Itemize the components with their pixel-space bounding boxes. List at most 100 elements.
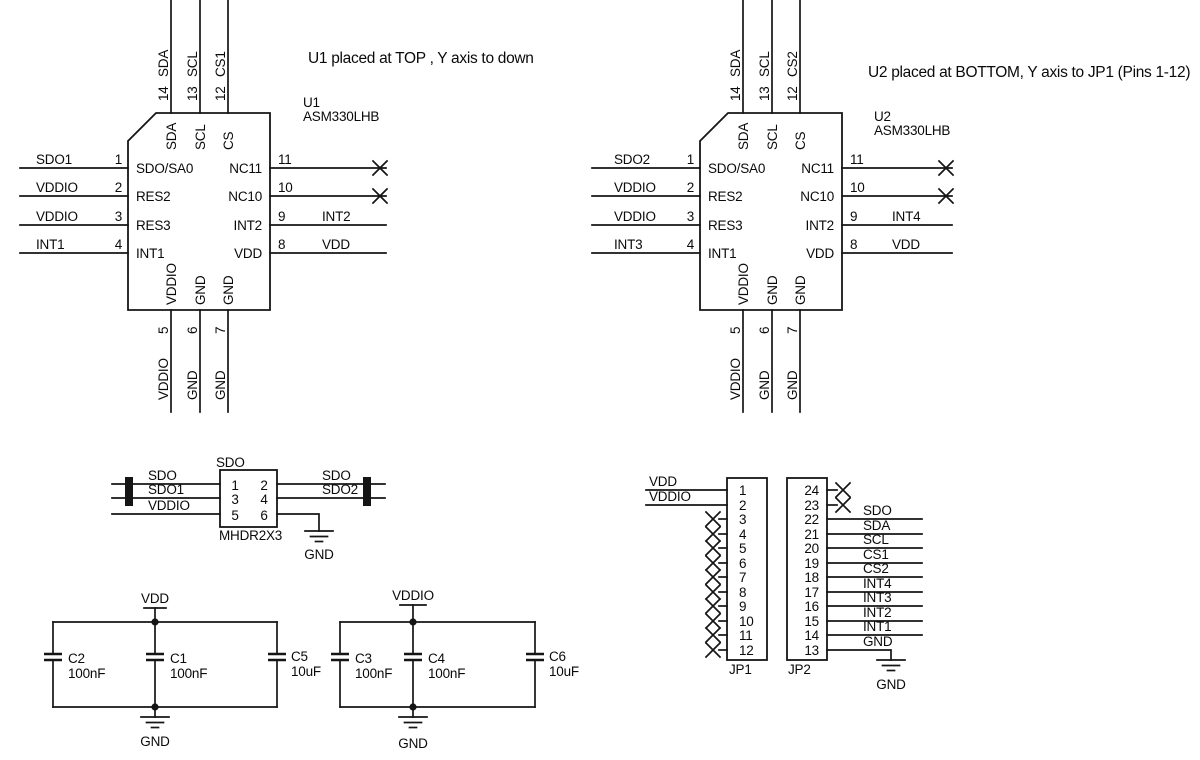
u1-pin3-name: RES3 bbox=[136, 218, 170, 233]
u2-pin3-number: 3 bbox=[687, 209, 694, 224]
jp2-pin14-net-label: INT1 bbox=[863, 619, 891, 634]
c1-refdes: C1 bbox=[170, 651, 187, 666]
u1-pin13-net-label: SCL bbox=[185, 51, 200, 77]
u2-pin8-net-label: VDD bbox=[892, 237, 920, 252]
sdo-header-pin5-net-label: VDDIO bbox=[148, 498, 190, 513]
u1-pin8-number: 8 bbox=[278, 237, 285, 252]
sdo-header-gnd-symbol bbox=[304, 530, 334, 543]
jp1-pin3-number: 3 bbox=[739, 512, 746, 527]
u2-placement-note: U2 placed at BOTTOM, Y axis to JP1 (Pins… bbox=[868, 64, 1190, 81]
c5-value: 10uF bbox=[291, 664, 321, 679]
jp1-pin2-number: 2 bbox=[739, 498, 746, 513]
jp1-pin9-no-connect-x bbox=[705, 598, 721, 614]
u2-pin2-name: RES2 bbox=[708, 189, 742, 204]
vddio-power-label: VDDIO bbox=[392, 588, 434, 603]
c2-refdes: C2 bbox=[68, 651, 85, 666]
u2-part-number: ASM330LHB bbox=[874, 123, 950, 138]
u2-pin8-number: 8 bbox=[850, 237, 857, 252]
sdo-header-pin1-net-label: SDO bbox=[148, 468, 177, 483]
u1-body bbox=[127, 112, 271, 311]
u1-pin4-name: INT1 bbox=[136, 246, 164, 261]
c5-refdes: C5 bbox=[291, 649, 308, 664]
u2-pin13-name: SCL bbox=[765, 124, 780, 150]
u1-pin14-name: SDA bbox=[164, 123, 179, 150]
u1-pin6-net-label: GND bbox=[185, 370, 200, 400]
u2-pin1-name: SDO/SA0 bbox=[708, 161, 765, 176]
u2-pin3-name: RES3 bbox=[708, 218, 742, 233]
u1-pin14-net-label: SDA bbox=[156, 50, 171, 77]
u1-pin5-net-label: VDDIO bbox=[156, 358, 171, 400]
u2-pin5-number: 5 bbox=[728, 327, 743, 334]
vdd-decoupling-bank: VDD C2 100nF C1 100nF C5 10uF GND bbox=[44, 591, 321, 749]
c1-value: 100nF bbox=[170, 666, 207, 681]
jp2-pin20-number: 20 bbox=[804, 541, 819, 556]
sdo-header-pin2-number: 2 bbox=[260, 478, 267, 493]
c3-refdes: C3 bbox=[355, 651, 372, 666]
u1-pin11-number: 11 bbox=[278, 152, 292, 167]
jp2-pin23-number: 23 bbox=[804, 498, 819, 513]
u1-pin1-name: SDO/SA0 bbox=[136, 161, 193, 176]
u1-pin5-name: VDDIO bbox=[164, 263, 179, 305]
u2-pin3-net-label: VDDIO bbox=[614, 209, 656, 224]
u1-pin14-number: 14 bbox=[156, 86, 171, 101]
jp2-pin18-net-label: CS2 bbox=[863, 561, 889, 576]
u1-pin12-net-label: CS1 bbox=[213, 51, 228, 77]
u2-pin2-number: 2 bbox=[687, 180, 694, 195]
u2-pin5-net-label: VDDIO bbox=[728, 358, 743, 400]
u2-body bbox=[699, 112, 843, 311]
sdo-select-header: SDO MHDR2X3 1 2 3 4 5 6 SDO SDO1 VDDIO S… bbox=[111, 455, 386, 562]
vdd-power-label: VDD bbox=[141, 591, 169, 606]
jp2-pin19-net-label: CS1 bbox=[863, 547, 889, 562]
jp1-pin10-number: 10 bbox=[739, 614, 754, 629]
u1-ic: U1 ASM330LHB SDA SCL CS1 14 13 12 SDA SC… bbox=[19, 0, 388, 413]
jp1-pin11-number: 11 bbox=[739, 628, 753, 643]
jp2-gnd-label: GND bbox=[876, 677, 906, 692]
jp2-pin22-number: 22 bbox=[804, 512, 819, 527]
u1-pin7-number: 7 bbox=[213, 327, 228, 334]
u2-pin8-name: VDD bbox=[806, 246, 834, 261]
jp1-pin9-number: 9 bbox=[739, 599, 746, 614]
u1-pin8-net-label: VDD bbox=[322, 237, 350, 252]
u1-part-number: ASM330LHB bbox=[303, 109, 379, 124]
jp1-pin5-no-connect-x bbox=[705, 540, 721, 556]
left-bus-entry-bar bbox=[125, 477, 133, 506]
sdo-header-refdes: MHDR2X3 bbox=[219, 528, 282, 543]
u1-pin9-net-label: INT2 bbox=[322, 209, 350, 224]
c3-value: 100nF bbox=[355, 666, 392, 681]
jp1-refdes: JP1 bbox=[729, 662, 752, 677]
sdo-header-pin1-number: 1 bbox=[231, 478, 238, 493]
u1-pin5-number: 5 bbox=[156, 327, 171, 334]
u1-pin4-number: 4 bbox=[115, 237, 123, 252]
jp2-pin19-number: 19 bbox=[804, 556, 819, 571]
jp1-pin2-net-label: VDDIO bbox=[649, 489, 691, 504]
jp1-body bbox=[726, 477, 768, 661]
jp2-pin15-net-label: INT2 bbox=[863, 605, 891, 620]
c4-refdes: C4 bbox=[428, 651, 446, 666]
u2-pin9-net-label: INT4 bbox=[892, 209, 921, 224]
jp2-pin17-number: 17 bbox=[804, 585, 819, 600]
u2-pin9-number: 9 bbox=[850, 209, 857, 224]
u2-pin6-number: 6 bbox=[757, 327, 772, 334]
u2-pin1-number: 1 bbox=[687, 152, 694, 167]
jp2-pin13-number: 13 bbox=[804, 643, 819, 658]
u1-pin1-net-label: SDO1 bbox=[36, 152, 72, 167]
u1-pin6-name: GND bbox=[193, 275, 208, 305]
jp2-pin22-net-label: SDO bbox=[863, 503, 892, 518]
u2-pin14-name: SDA bbox=[736, 123, 751, 150]
vddio-decoupling-bank: VDDIO C3 100nF C4 100nF C6 10uF GND bbox=[331, 588, 579, 751]
u2-pin5-name: VDDIO bbox=[736, 263, 751, 305]
u1-pin12-name: CS bbox=[221, 131, 236, 150]
u1-pin11-name: NC11 bbox=[229, 161, 262, 176]
sdo-header-pin6-number: 6 bbox=[260, 508, 267, 523]
u2-pin10-number: 10 bbox=[850, 180, 865, 195]
jp1-pin4-number: 4 bbox=[739, 527, 747, 542]
sdo-header-pin6-wire bbox=[276, 513, 320, 532]
jp1-pin12-number: 12 bbox=[739, 643, 754, 658]
jp1-pin4-no-connect-x bbox=[705, 526, 721, 542]
jp2-pin17-net-label: INT4 bbox=[863, 576, 892, 591]
jp1-pin1-net-label: VDD bbox=[649, 474, 677, 489]
u2-pin14-net-label: SDA bbox=[728, 50, 743, 77]
u2-pin6-net-label: GND bbox=[757, 370, 772, 400]
jp2-pin13-net-label: GND bbox=[863, 634, 893, 649]
right-bus-entry-bar bbox=[363, 477, 371, 506]
